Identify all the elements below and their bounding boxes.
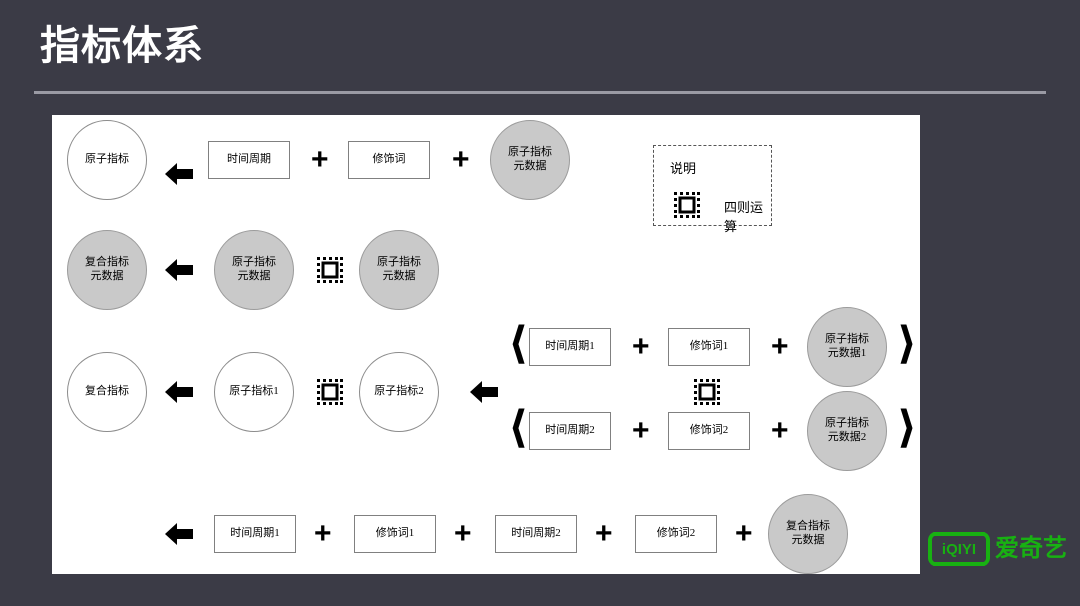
node-label: 时间周期2 bbox=[545, 424, 595, 437]
svg-text:iQIYI: iQIYI bbox=[942, 541, 976, 558]
left-arrow-icon bbox=[165, 259, 193, 281]
node-atomic-metric-metadata[interactable]: 原子指标 元数据 bbox=[359, 230, 439, 310]
node-label: 复合指标 元数据 bbox=[786, 520, 830, 546]
bracket-close: ⟩ bbox=[897, 319, 918, 368]
node-atomic-metric-2[interactable]: 原子指标2 bbox=[359, 352, 439, 432]
node-atomic-metric-metadata-2[interactable]: 原子指标 元数据2 bbox=[807, 391, 887, 471]
iqiyi-logo: iQIYI 爱奇艺 bbox=[928, 529, 1067, 569]
arithmetic-operation-icon bbox=[694, 379, 720, 405]
left-arrow-icon bbox=[165, 381, 193, 403]
node-atomic-metric-metadata[interactable]: 原子指标 元数据 bbox=[214, 230, 294, 310]
operator-plus: + bbox=[452, 143, 470, 176]
left-arrow-icon bbox=[470, 381, 498, 403]
node-modifier[interactable]: 修饰词 bbox=[348, 141, 430, 179]
node-label: 修饰词 bbox=[372, 153, 406, 166]
node-modifier-2[interactable]: 修饰词2 bbox=[668, 412, 750, 450]
diagram-canvas: 原子指标 时间周期 + 修饰词 + 原子指标 元数据 说明 bbox=[52, 115, 920, 574]
node-label: 原子指标 元数据1 bbox=[825, 333, 869, 359]
node-label: 修饰词1 bbox=[689, 340, 729, 353]
node-label: 时间周期 bbox=[227, 153, 271, 166]
node-composite-metric-metadata[interactable]: 复合指标 元数据 bbox=[768, 494, 848, 574]
page-title: 指标体系 bbox=[40, 24, 204, 68]
arithmetic-operation-icon bbox=[317, 257, 343, 283]
operator-plus: + bbox=[595, 517, 613, 550]
operator-plus: + bbox=[454, 517, 472, 550]
node-label: 复合指标 bbox=[85, 385, 129, 398]
title-divider bbox=[34, 91, 1046, 94]
arithmetic-operation-icon bbox=[317, 379, 343, 405]
operator-plus: + bbox=[311, 143, 329, 176]
node-modifier-2[interactable]: 修饰词2 bbox=[635, 515, 717, 553]
left-arrow-icon bbox=[165, 523, 193, 545]
node-time-period-1[interactable]: 时间周期1 bbox=[529, 328, 611, 366]
node-composite-metric-metadata-result[interactable]: 复合指标 元数据 bbox=[67, 230, 147, 310]
node-label: 原子指标 bbox=[85, 153, 129, 166]
bracket-open: ⟨ bbox=[508, 319, 529, 368]
iqiyi-logo-icon: iQIYI bbox=[928, 532, 990, 566]
node-time-period[interactable]: 时间周期 bbox=[208, 141, 290, 179]
node-atomic-metric-1[interactable]: 原子指标1 bbox=[214, 352, 294, 432]
legend-item-label: 四则运算 bbox=[724, 200, 764, 234]
node-label: 原子指标 元数据 bbox=[377, 256, 421, 282]
node-label: 原子指标 元数据 bbox=[232, 256, 276, 282]
operator-plus: + bbox=[314, 517, 332, 550]
node-label: 原子指标1 bbox=[229, 385, 279, 398]
bracket-open: ⟨ bbox=[508, 403, 529, 452]
operator-plus: + bbox=[735, 517, 753, 550]
bracket-close: ⟩ bbox=[897, 403, 918, 452]
node-composite-metric-result[interactable]: 复合指标 bbox=[67, 352, 147, 432]
node-label: 时间周期2 bbox=[511, 527, 561, 540]
node-atomic-metric-metadata[interactable]: 原子指标 元数据 bbox=[490, 120, 570, 200]
node-label: 修饰词1 bbox=[375, 527, 415, 540]
node-modifier-1[interactable]: 修饰词1 bbox=[354, 515, 436, 553]
iqiyi-logo-text: 爱奇艺 bbox=[995, 535, 1067, 562]
node-label: 时间周期1 bbox=[545, 340, 595, 353]
node-label: 原子指标2 bbox=[374, 385, 424, 398]
node-atomic-metric-result[interactable]: 原子指标 bbox=[67, 120, 147, 200]
arithmetic-operation-icon bbox=[674, 192, 700, 218]
node-time-period-2[interactable]: 时间周期2 bbox=[495, 515, 577, 553]
node-atomic-metric-metadata-1[interactable]: 原子指标 元数据1 bbox=[807, 307, 887, 387]
node-time-period-2[interactable]: 时间周期2 bbox=[529, 412, 611, 450]
operator-plus: + bbox=[771, 414, 789, 447]
node-label: 原子指标 元数据2 bbox=[825, 417, 869, 443]
node-label: 修饰词2 bbox=[689, 424, 729, 437]
node-label: 时间周期1 bbox=[230, 527, 280, 540]
node-time-period-1[interactable]: 时间周期1 bbox=[214, 515, 296, 553]
left-arrow-icon bbox=[165, 163, 193, 185]
operator-plus: + bbox=[632, 414, 650, 447]
legend-box: 说明 四则运算 bbox=[653, 145, 772, 234]
node-label: 复合指标 元数据 bbox=[85, 256, 129, 282]
node-label: 原子指标 元数据 bbox=[508, 146, 552, 172]
legend-title: 说明 bbox=[670, 161, 697, 176]
operator-plus: + bbox=[632, 330, 650, 363]
operator-plus: + bbox=[771, 330, 789, 363]
node-label: 修饰词2 bbox=[656, 527, 696, 540]
node-modifier-1[interactable]: 修饰词1 bbox=[668, 328, 750, 366]
